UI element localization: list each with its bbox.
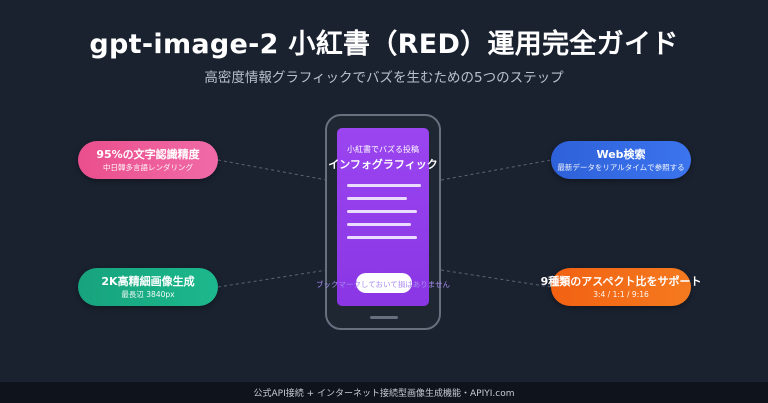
feature-title: Web検索 xyxy=(596,147,646,161)
footer-text: 公式API接続 + インターネット接続型画像生成機能・APIYI.com xyxy=(253,389,515,399)
page-title: gpt-image-2 小紅書（RED）運用完全ガイド xyxy=(89,29,679,60)
phone-mockup: 小紅書でバズる投稿 インフォグラフィック xyxy=(325,114,441,330)
screen-headline: インフォグラフィック xyxy=(328,158,438,171)
feature-desc: 3:4 / 1:1 / 9:16 xyxy=(593,289,649,299)
screen-caption: 小紅書でバズる投稿 xyxy=(347,145,419,154)
feature-desc: 最新データをリアルタイムで参照する xyxy=(557,162,685,172)
feature-desc: 最長辺 3840px xyxy=(121,289,175,299)
feature-text-accuracy: 95%の文字認識精度 中日韓多言語レンダリング xyxy=(78,141,218,179)
text-line-placeholder xyxy=(347,184,421,187)
bookmark-button-shape xyxy=(356,273,412,293)
connector-top-right xyxy=(440,159,552,181)
feature-title: 95%の文字認識精度 xyxy=(96,147,200,161)
connector-top-left xyxy=(217,159,328,181)
text-line-placeholder xyxy=(347,197,407,200)
bookmark-note: ブックマークしておいて損はありません xyxy=(315,280,451,289)
feature-aspect-ratios: 9種類のアスペクト比をサポート 3:4 / 1:1 / 9:16 xyxy=(541,268,701,306)
feature-web-search: Web検索 最新データをリアルタイムで参照する xyxy=(551,141,691,179)
footer-bar: 公式API接続 + インターネット接続型画像生成機能・APIYI.com xyxy=(0,382,768,403)
connector-bottom-left xyxy=(217,269,328,288)
feature-desc: 中日韓多言語レンダリング xyxy=(103,162,193,172)
feature-title: 2K高精細画像生成 xyxy=(101,274,195,288)
feature-title: 9種類のアスペクト比をサポート xyxy=(540,274,702,288)
feature-2k-image: 2K高精細画像生成 最長辺 3840px xyxy=(78,268,218,306)
connector-bottom-right xyxy=(440,269,552,288)
page-subtitle: 高密度情報グラフィックでバズを生むための5つのステップ xyxy=(204,70,564,86)
text-line-placeholder xyxy=(347,210,417,213)
home-indicator xyxy=(370,316,398,319)
text-line-placeholder xyxy=(347,236,417,239)
text-line-placeholder xyxy=(347,223,411,226)
